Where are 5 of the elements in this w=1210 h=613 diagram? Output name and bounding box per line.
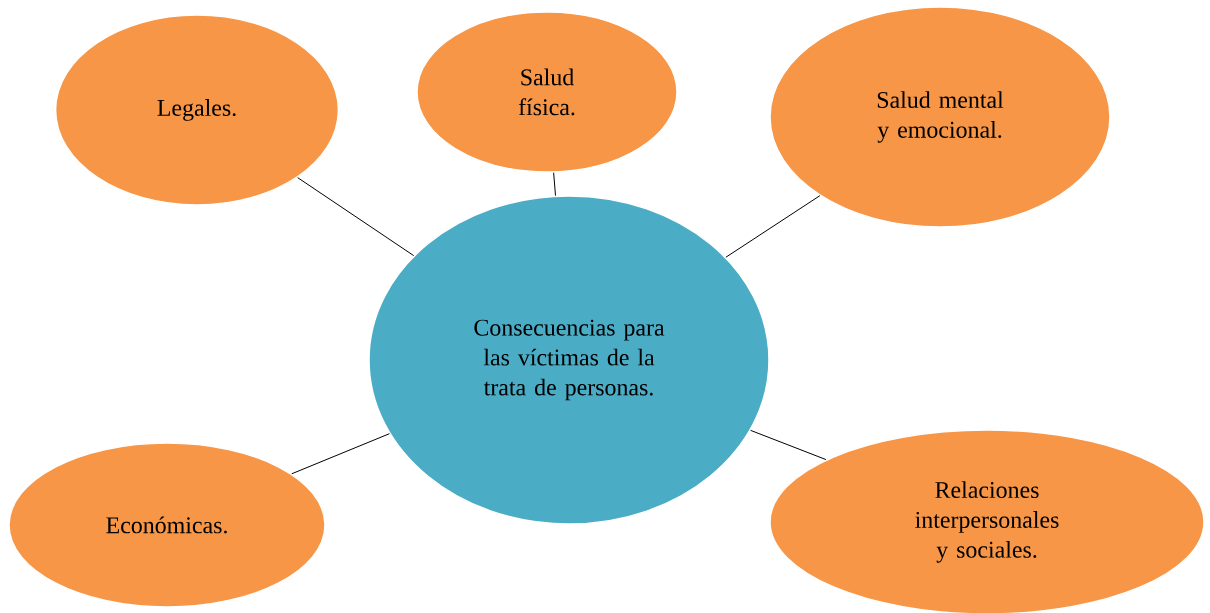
connector-line bbox=[750, 429, 827, 461]
connector-line bbox=[297, 177, 415, 257]
connector-line bbox=[291, 433, 390, 475]
connector-line bbox=[553, 172, 556, 197]
connector-line bbox=[725, 195, 821, 258]
